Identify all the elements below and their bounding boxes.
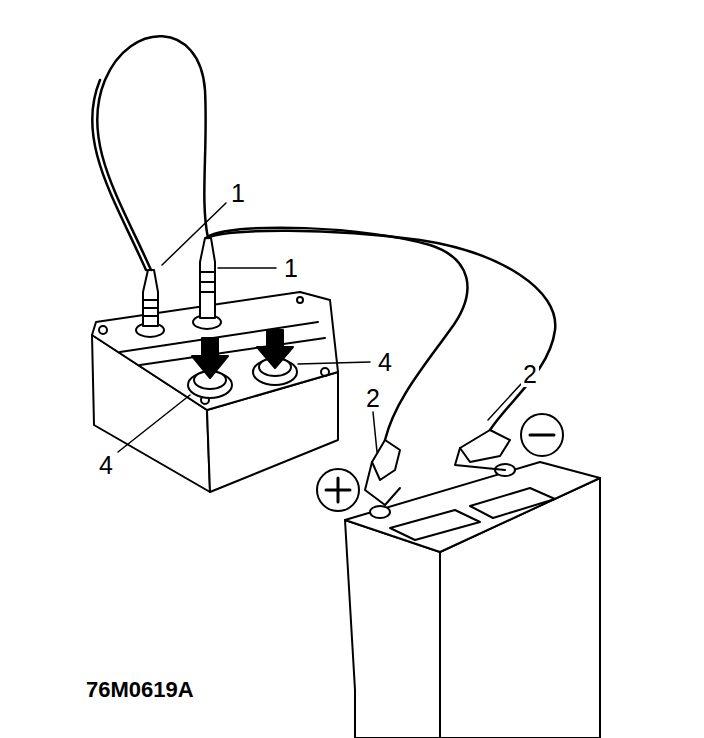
battery-clamp: [365, 430, 510, 505]
charger-plug: [143, 238, 215, 326]
charger-unit: [92, 292, 338, 492]
charger-cable: [92, 36, 555, 440]
figure-code: 76M0619A: [86, 679, 194, 701]
polarity-symbol: [317, 414, 563, 511]
callout-number: 2: [521, 362, 539, 387]
callout-number: 2: [364, 386, 382, 411]
battery: [345, 462, 600, 738]
leader-line: [118, 203, 521, 452]
callout-number: 4: [97, 453, 115, 478]
callout-number: 1: [229, 181, 247, 206]
callout-number: 1: [282, 256, 300, 281]
callout-number: 4: [376, 350, 394, 375]
